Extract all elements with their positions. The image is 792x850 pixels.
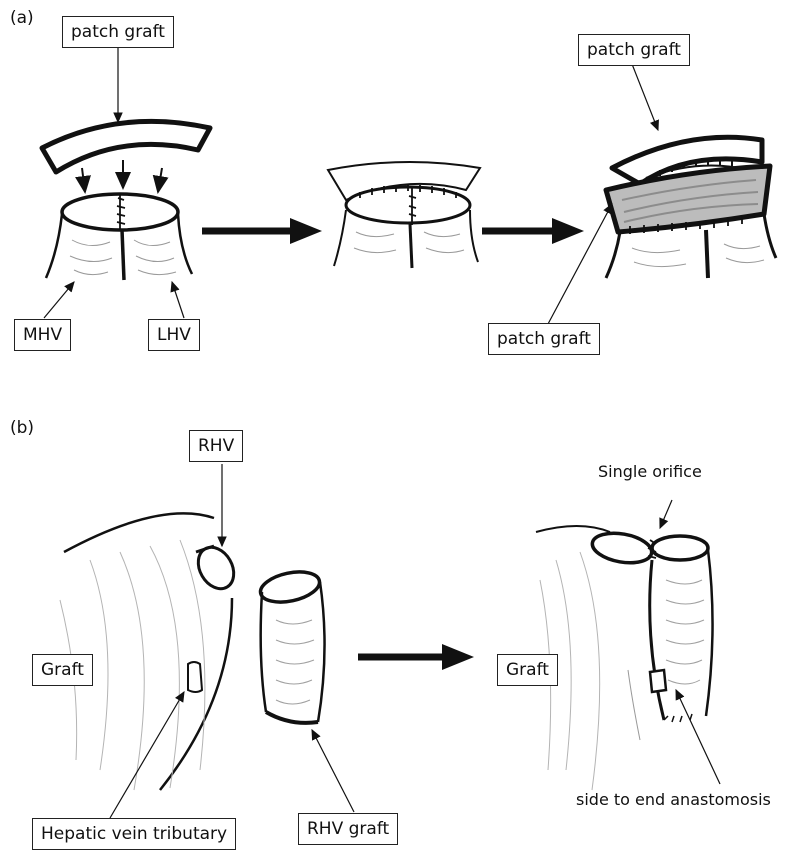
label-patch-graft-top-right: patch graft <box>578 34 690 66</box>
label-graft-left: Graft <box>32 654 93 686</box>
mhv-lhv-vessels <box>46 194 192 280</box>
patch-graft-strip <box>42 121 210 172</box>
panel-a-tag: (a) <box>10 8 34 28</box>
step-arrow-b <box>358 644 474 670</box>
double-patched-vessel <box>606 137 776 278</box>
liver-graft-right <box>536 526 713 790</box>
step-arrow-2 <box>482 218 584 244</box>
patched-vessel-middle <box>328 162 480 268</box>
step-arrow-1 <box>202 218 322 244</box>
rhv-graft-vessel <box>258 567 325 723</box>
label-mhv: MHV <box>14 319 71 351</box>
label-rhv: RHV <box>189 430 243 462</box>
label-lhv: LHV <box>148 319 200 351</box>
label-rhv-graft: RHV graft <box>298 813 398 845</box>
insertion-arrows <box>82 160 162 192</box>
label-patch-graft-top-left: patch graft <box>62 16 174 48</box>
leader-lines-b <box>110 464 720 818</box>
label-hepatic-vein-tributary: Hepatic vein tributary <box>32 818 236 850</box>
label-patch-graft-bottom-right: patch graft <box>488 323 600 355</box>
label-single-orifice: Single orifice <box>598 462 702 481</box>
label-side-to-end-anastomosis: side to end anastomosis <box>576 790 771 809</box>
panel-b-tag: (b) <box>10 418 34 438</box>
label-graft-right: Graft <box>497 654 558 686</box>
